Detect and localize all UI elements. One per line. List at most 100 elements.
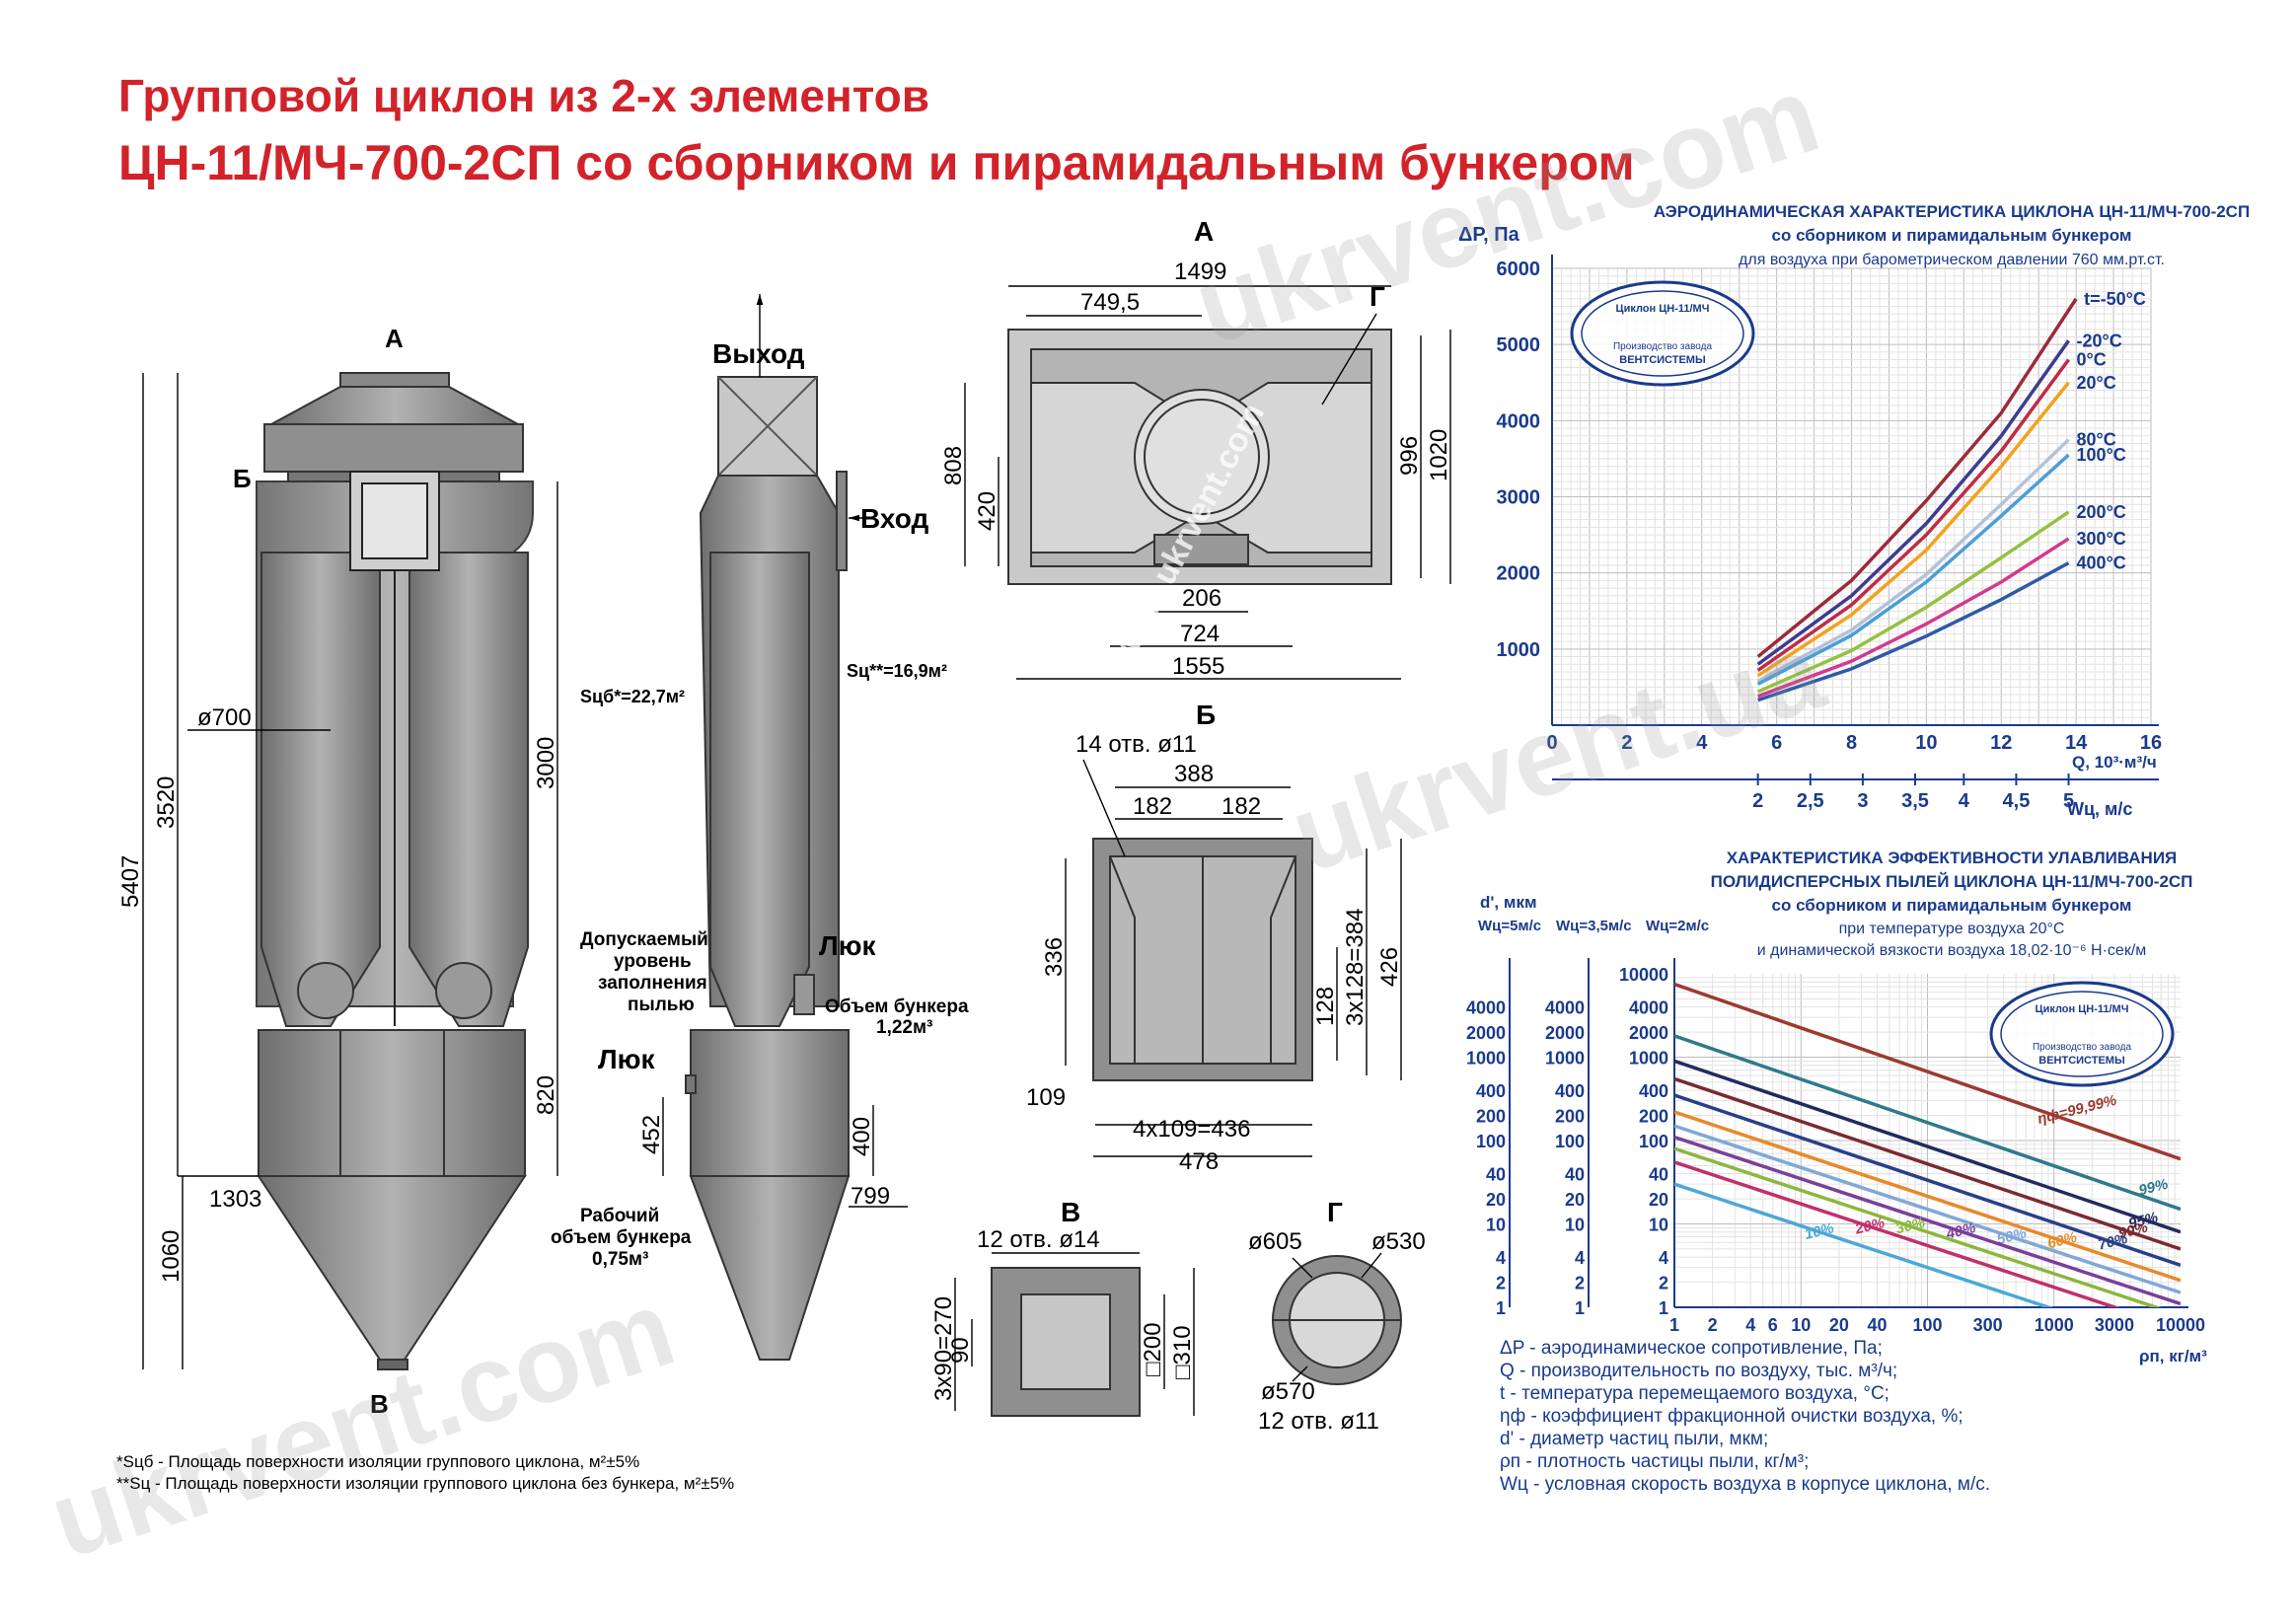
x-tick-label: 6: [1771, 732, 1782, 754]
x-tick-label: 40: [1867, 1315, 1887, 1335]
dim-452: 452: [638, 1115, 665, 1154]
x-tick-label: 16: [2140, 732, 2162, 754]
fill-level-l3: заполнения: [598, 973, 707, 994]
chart-legend: ΔP - аэродинамическое сопротивление, Па;…: [1500, 1337, 1990, 1496]
y-tick-label: 2: [1659, 1274, 1668, 1293]
x-tick-label: 12: [1990, 732, 2012, 754]
title-line-1: Групповой циклон из 2-х элементов: [118, 70, 930, 121]
y-side-tick-label: 400: [1555, 1081, 1585, 1101]
dim-206: 206: [1182, 585, 1222, 612]
y-side-tick-label: 10: [1486, 1216, 1506, 1235]
dim-3520: 3520: [153, 776, 180, 829]
legend-line: d' - диаметр частиц пыли, мкм;: [1500, 1429, 1769, 1449]
y-tick-label: 5000: [1497, 334, 1541, 356]
y-tick-label: 200: [1639, 1107, 1668, 1127]
y-tick-label: 6000: [1497, 258, 1541, 280]
y-side-tick-label: 100: [1476, 1132, 1506, 1151]
series-label: 0°C: [2077, 350, 2107, 370]
view-v-label: В: [1061, 1197, 1080, 1227]
bunker-volume-l2: 1,22м³: [876, 1017, 932, 1038]
chart1-title: АЭРОДИНАМИЧЕСКАЯ ХАРАКТЕРИСТИКА ЦИКЛОНА …: [1654, 202, 2250, 221]
series-line-7: [1757, 537, 2070, 699]
series-label: 90%: [2116, 1218, 2149, 1242]
y-tick-label: 10000: [1619, 965, 1668, 985]
series-line-8: [1757, 561, 2070, 702]
axis-header: Wц=2м/с: [1646, 918, 1709, 934]
dim-d530: ø530: [1371, 1228, 1426, 1255]
side-label-hatch2: Люк: [598, 1044, 656, 1074]
view-a-g-label: Г: [1370, 281, 1385, 312]
y-side-tick-label: 2: [1496, 1274, 1506, 1293]
series-label: 10%: [1803, 1219, 1835, 1243]
view-v-dims: [954, 1252, 1195, 1416]
series-line-8: [1674, 1146, 2162, 1307]
dim-749: 749,5: [1080, 289, 1140, 316]
dim-128: 128: [1312, 987, 1339, 1026]
s-full: Sцб*=22,7м²: [580, 687, 685, 706]
dim-426: 426: [1376, 947, 1403, 987]
work-volume-l3: 0,75м³: [592, 1249, 648, 1270]
legend-line: t - температура перемещаемого воздуха, °…: [1500, 1383, 1889, 1404]
x-tick-label: 10: [1791, 1315, 1811, 1335]
series-line-4: [1756, 438, 2070, 683]
view-a-dims: [964, 285, 1451, 680]
x-tick-label: 8: [1846, 732, 1857, 754]
dim-b-holes: 14 отв. ø11: [1075, 731, 1197, 758]
x-tick-label: 10000: [2156, 1315, 2205, 1335]
series-line-3: [1756, 381, 2070, 678]
side-view: [685, 376, 851, 1361]
y-tick-label: 1000: [1497, 639, 1541, 661]
chart1-subtitle: со сборником и пирамидальным бункером: [1772, 226, 2132, 245]
dim-1060: 1060: [158, 1230, 185, 1283]
chart2-subtitle: со сборником и пирамидальным бункером: [1772, 896, 2132, 915]
y-side-tick-label: 4000: [1545, 998, 1585, 1018]
y-side-tick-label: 1: [1496, 1298, 1506, 1318]
chart2-xlabel: ρп, кг/м³: [2139, 1347, 2207, 1366]
view-v: [991, 1267, 1141, 1417]
dim-478: 478: [1179, 1148, 1219, 1175]
series-line-9: [1674, 1160, 2120, 1307]
x-tick-label: 4: [1745, 1315, 1755, 1335]
series-line-4: [1674, 1093, 2181, 1267]
chart1-subtitle: для воздуха при барометрическом давлении…: [1739, 252, 2165, 268]
view-b: [1092, 838, 1313, 1081]
series-line-10: [1674, 1182, 2054, 1307]
series-label: 300°C: [2077, 529, 2126, 549]
series-label: 95%: [2127, 1209, 2160, 1232]
series-line-7: [1674, 1135, 2181, 1306]
x-tick-label: 1000: [2035, 1315, 2074, 1335]
stamp-text: Циклон ЦН-11/МЧ: [1616, 303, 1710, 315]
dim-3x128: 3x128=384: [1342, 909, 1369, 1026]
series-line-2: [1756, 358, 2070, 672]
series-line-1: [1674, 1034, 2181, 1212]
s-no-bunker: Sц**=16,9м²: [847, 661, 947, 681]
y-tick-label: 3000: [1497, 487, 1541, 509]
work-volume-l1: Рабочий: [580, 1206, 659, 1226]
x2-tick-label: 2,5: [1797, 790, 1824, 812]
front-view-dims: [142, 373, 558, 1369]
title-line-2: ЦН-11/МЧ-700-2СП со сборником и пирамида…: [118, 135, 1635, 190]
y-tick-label: 2000: [1497, 563, 1541, 585]
chart1-xlabel: Q, 10³·м³/ч: [2072, 753, 2157, 772]
fill-level-l2: уровень: [614, 951, 692, 972]
x-tick-label: 300: [1973, 1315, 2003, 1335]
x2-tick-label: 2: [1752, 790, 1763, 812]
front-label-v: В: [370, 1389, 389, 1419]
dim-808: 808: [940, 446, 967, 485]
y-side-tick-label: 4: [1496, 1248, 1506, 1268]
series-label: 70%: [2097, 1230, 2129, 1254]
dim-4x109: 4x109=436: [1133, 1116, 1250, 1143]
series-label: 200°C: [2077, 502, 2126, 522]
x2-tick-label: 3,5: [1901, 790, 1929, 812]
chart2-subtitle: ПОЛИДИСПЕРСНЫХ ПЫЛЕЙ ЦИКЛОНА ЦН-11/МЧ-70…: [1711, 872, 2193, 891]
y-side-tick-label: 1000: [1545, 1049, 1585, 1069]
stamp-oval-inner: [1581, 290, 1744, 377]
series-label: 400°C: [2077, 554, 2126, 573]
side-label-inlet: Вход: [860, 503, 928, 534]
axis-header: Wц=3,5м/с: [1556, 918, 1632, 934]
dim-336: 336: [1041, 937, 1068, 977]
view-g-dims: [1292, 1252, 1382, 1382]
y-tick-label: 100: [1639, 1132, 1668, 1151]
